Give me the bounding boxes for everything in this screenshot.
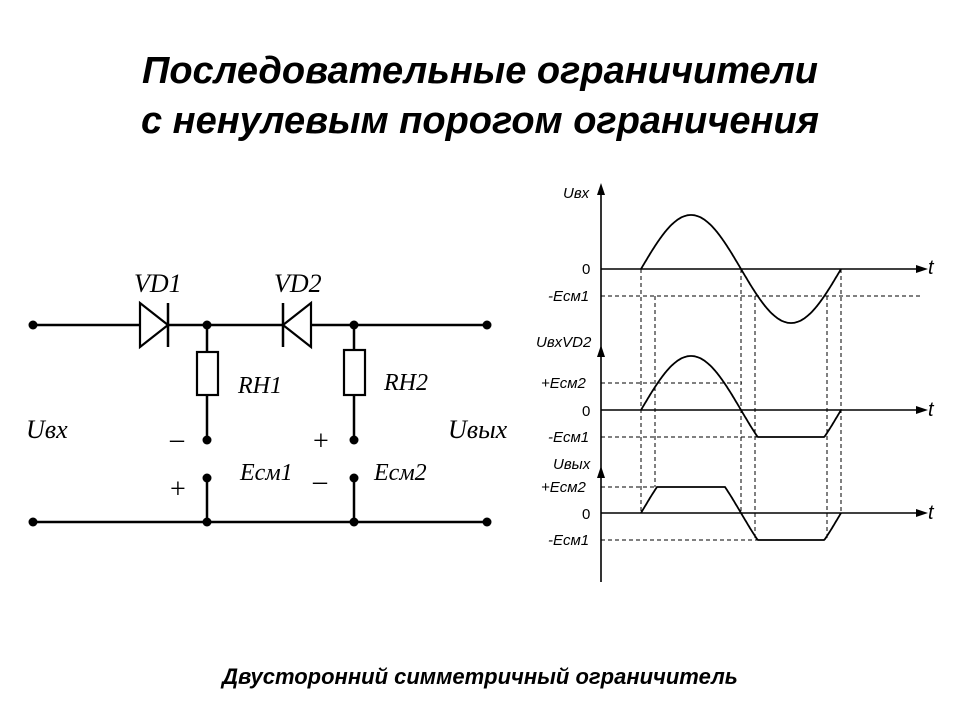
figure-caption: Двусторонний симметричный ограничитель [222,664,738,689]
label-esm1: Eсм1 [239,460,293,486]
g3-t-label: t [928,502,935,524]
junction-node-bottom-2 [349,517,359,527]
g3-pos-level-label: +Eсм2 [541,479,587,496]
output-terminal-bottom [482,517,492,527]
source-esm1-terminal-top [202,435,212,445]
diode-vd2-symbol [281,300,313,350]
waveform-uvx [640,214,842,324]
t-axis-2-arrow [916,406,928,414]
g2-t-label: t [928,399,935,421]
resistor-rh1-symbol [195,350,220,397]
polarity-esm1-plus: + [170,474,186,505]
input-terminal-top [28,320,38,330]
g2-pos-level-label: +Eсм2 [541,375,587,392]
diode-vd1-symbol [138,300,170,350]
circuit-schematic: VD1 VD2 RН1 RН2 Eсм1 Eсм2 Uвх Uвых – + +… [26,269,508,527]
output-terminal-top [482,320,492,330]
label-rh2: RН2 [383,370,428,396]
g2-neg-level-label: -Eсм1 [548,429,589,446]
g1-neg-level-label: -Eсм1 [548,288,589,305]
polarity-esm1-minus: – [169,424,185,455]
label-uvyx: Uвых [448,415,508,444]
t-axis-1-arrow [916,265,928,273]
g1-zero-label: 0 [582,261,590,278]
g3-zero-label: 0 [582,506,590,523]
t-axis-3-arrow [916,509,928,517]
g3-axis-label: Uвых [553,456,591,473]
g1-axis-label: Uвх [563,185,590,202]
label-esm2: Eсм2 [373,460,427,486]
g2-axis-label: UвхVD2 [536,334,592,351]
label-vd2: VD2 [274,269,322,298]
waveform-uvyx [640,486,842,541]
g3-neg-level-label: -Eсм1 [548,532,589,549]
label-uvx: Uвх [26,415,68,444]
source-esm2-terminal-top [349,435,359,445]
waveform-uvx-vd2 [640,355,842,438]
y-axis-arrow-2 [597,345,605,357]
junction-node-bottom-1 [202,517,212,527]
polarity-esm2-plus: + [313,426,329,457]
resistor-rh2-symbol [342,348,367,397]
label-rh1: RН1 [237,373,282,399]
title-line-1: Последовательные ограничители [142,50,818,92]
polarity-esm2-minus: – [312,466,328,497]
g1-t-label: t [928,257,935,279]
title-line-2: с ненулевым порогом ограничения [140,100,820,142]
input-terminal-bottom [28,517,38,527]
waveform-diagrams: Uвх 0 t -Eсм1 UвхVD2 +Eсм2 0 t -Eсм1 Uвы… [536,183,935,582]
y-axis-arrow-3 [597,466,605,478]
label-vd1: VD1 [134,269,182,298]
y-axis-arrow-1 [597,183,605,195]
g2-zero-label: 0 [582,403,590,420]
